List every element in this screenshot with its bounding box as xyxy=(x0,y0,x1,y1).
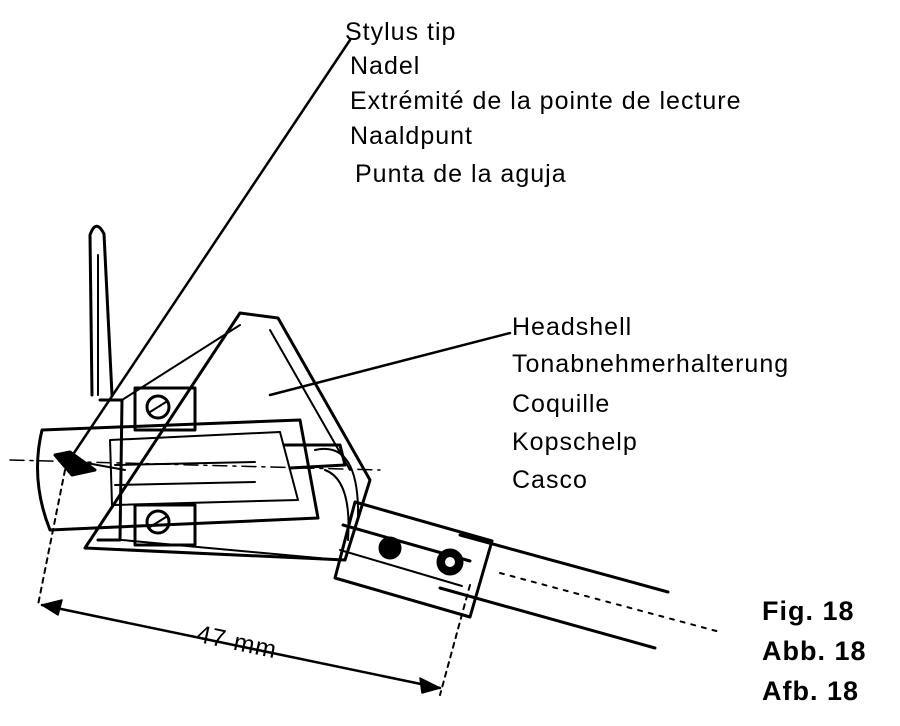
stylus-tip-label-fr: Extrémité de la pointe de lecture xyxy=(350,87,742,115)
headshell-label-de: Tonabnehmerhalterung xyxy=(512,350,790,378)
stylus-tip-label-de: Nadel xyxy=(350,52,421,80)
stylus-tip-label-en: Stylus tip xyxy=(345,18,457,46)
cartridge-screw-top xyxy=(145,394,171,420)
stylus-tip-label-nl: Naaldpunt xyxy=(350,122,473,150)
headshell-label-en: Headshell xyxy=(512,313,633,341)
stylus-assembly xyxy=(9,450,381,477)
headshell-label-nl: Kopschelp xyxy=(512,428,638,456)
headshell-leader xyxy=(268,331,512,397)
stylus-tip-leader xyxy=(66,38,352,464)
headshell-collar xyxy=(333,500,494,619)
figure-caption-de: Abb. 18 xyxy=(762,636,867,666)
finger-lift xyxy=(88,224,114,397)
collar-screw-1 xyxy=(378,536,402,560)
dimension-extension-left xyxy=(37,469,66,606)
dimension-line xyxy=(40,599,442,694)
headshell-label-es: Casco xyxy=(512,466,588,494)
headshell-label-fr: Coquille xyxy=(512,390,611,418)
headshell-body xyxy=(83,311,372,562)
cartridge-screw-bottom xyxy=(145,509,171,535)
stylus-tip-label-es: Punta de la aguja xyxy=(355,160,567,188)
dimension-extension-right xyxy=(439,584,471,696)
tonearm-tube xyxy=(438,533,721,650)
figure-caption-en: Fig. 18 xyxy=(762,596,855,626)
cartridge-body xyxy=(36,386,360,547)
figure-caption-nl: Afb. 18 xyxy=(762,676,860,706)
